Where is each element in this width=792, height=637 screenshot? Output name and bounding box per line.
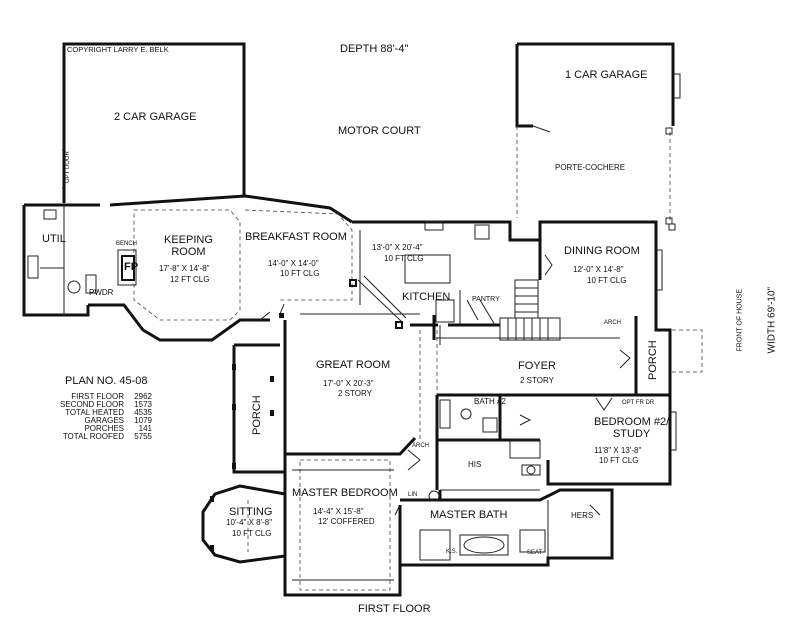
util-label: UTIL xyxy=(42,233,66,245)
stat-label: TOTAL ROOFED xyxy=(62,432,125,441)
master-bed-name: MASTER BEDROOM xyxy=(292,487,398,499)
seat-label: SEAT xyxy=(527,550,543,556)
fp-label: FP xyxy=(124,261,139,273)
porch-left-walls xyxy=(232,343,285,474)
stat-value: 4535 xyxy=(134,408,152,417)
stair xyxy=(514,279,539,319)
arch-great-label: ARCH xyxy=(412,443,430,449)
stat-value: 1079 xyxy=(134,416,152,425)
master-bed-clg: 12' COFFERED xyxy=(318,517,375,526)
keeping-name: KEEPING ROOM xyxy=(164,234,213,258)
bath2-label: BATH #2 xyxy=(474,397,506,406)
garage2-walls xyxy=(62,42,246,203)
porch-front-walls xyxy=(634,316,672,397)
lin-label: LIN xyxy=(408,492,418,498)
master-bed-dims: 14'-4" X 15'-8" xyxy=(313,507,364,516)
porch-front-label: PORCH xyxy=(647,340,659,380)
opt-door-label: OPT DOOR xyxy=(65,151,71,183)
master-bed-walls xyxy=(283,454,402,597)
master-bath-walls xyxy=(400,488,614,567)
dining-name: DINING ROOM xyxy=(564,245,640,257)
kitchen-clg: 10 FT CLG xyxy=(384,254,424,263)
hers-label: HERS xyxy=(571,511,594,520)
breakfast-clg: 10 FT CLG xyxy=(280,269,320,278)
ks-label: K.S. xyxy=(446,549,458,555)
bedroom2-clg: 10 FT CLG xyxy=(599,456,639,465)
breakfast-name: BREAKFAST ROOM xyxy=(245,231,347,243)
arch-foyer-label: ARCH xyxy=(604,320,622,326)
opt-fr-dr-label: OPT FR DR xyxy=(622,400,655,406)
bedroom2-walls xyxy=(540,393,672,486)
kitchen-dims: 13'-0" X 20'-4" xyxy=(372,243,423,252)
foyer-clg: 2 STORY xyxy=(520,376,554,385)
stat-label: GARAGES xyxy=(84,416,125,425)
stat-value: 141 xyxy=(138,424,152,433)
breakfast-dims: 14'-0" X 14'-0" xyxy=(268,259,319,268)
sitting-dims: 10'-4" X 8'-8" xyxy=(226,518,273,527)
stat-value: 5755 xyxy=(134,432,152,441)
garage1-walls xyxy=(515,42,675,128)
floor-title: FIRST FLOOR xyxy=(358,603,431,615)
master-bath-name: MASTER BATH xyxy=(430,509,508,521)
great-clg: 2 STORY xyxy=(338,389,372,398)
stat-value: 2962 xyxy=(134,392,152,401)
garage2-label: 2 CAR GARAGE xyxy=(114,111,197,123)
keeping-dims: 17'-8" X 14'-8" xyxy=(159,264,210,273)
dining-clg: 10 FT CLG xyxy=(587,276,627,285)
bath2-walls xyxy=(435,395,540,490)
keeping-clg: 12 FT CLG xyxy=(170,275,210,284)
width-label: WIDTH 69'-10" xyxy=(766,286,778,354)
porte-cochere-outline xyxy=(516,126,671,220)
his-label: HIS xyxy=(468,460,482,469)
keeping-room-walls xyxy=(88,194,270,342)
dining-dims: 12'-0" X 14'-8" xyxy=(573,265,624,274)
porch-left-label: PORCH xyxy=(251,395,263,435)
pantry-label: PANTRY xyxy=(472,296,500,303)
stat-value: 1573 xyxy=(134,400,152,409)
depth-label: DEPTH 88'-4" xyxy=(340,43,409,55)
plan-no-label: PLAN NO. 45-08 xyxy=(65,375,148,387)
front-of-house-label: FRONT OF HOUSE xyxy=(736,289,744,352)
porte-cochere-label: PORTE-COCHERE xyxy=(555,163,626,172)
breakfast-walls xyxy=(244,194,353,224)
stat-label: FIRST FLOOR xyxy=(71,392,125,401)
kitchen-name: KITCHEN xyxy=(402,291,451,303)
stat-label: TOTAL HEATED xyxy=(65,408,125,417)
bedroom2-dims: 11'8" X 13'-8" xyxy=(594,446,642,455)
stats-values: 2962 1573 4535 1079 141 5755 xyxy=(134,393,152,441)
util-walls xyxy=(22,203,100,317)
garage1-label: 1 CAR GARAGE xyxy=(565,69,648,81)
bedroom2-name: BEDROOM #2/ STUDY xyxy=(594,416,670,440)
stats-table: FIRST FLOOR SECOND FLOOR TOTAL HEATED GA… xyxy=(60,393,152,441)
stat-label: PORCHES xyxy=(84,424,125,433)
copyright-label: COPYRIGHT LARRY E. BELK xyxy=(67,45,169,54)
stats-labels: FIRST FLOOR SECOND FLOOR TOTAL HEATED GA… xyxy=(60,393,124,441)
sitting-name: SITTING xyxy=(229,506,273,518)
bench-label: BENCH xyxy=(116,241,138,247)
great-name: GREAT ROOM xyxy=(316,359,391,371)
sitting-walls xyxy=(201,484,286,564)
foyer-name: FOYER xyxy=(518,360,556,372)
pwdr-label: PWDR xyxy=(89,288,114,297)
sitting-clg: 10 FT CLG xyxy=(232,529,272,538)
motor-court-label: MOTOR COURT xyxy=(338,125,421,137)
stat-label: SECOND FLOOR xyxy=(60,400,125,409)
great-room-walls xyxy=(283,320,417,456)
great-dims: 17'-0" X 20'-3" xyxy=(323,379,374,388)
